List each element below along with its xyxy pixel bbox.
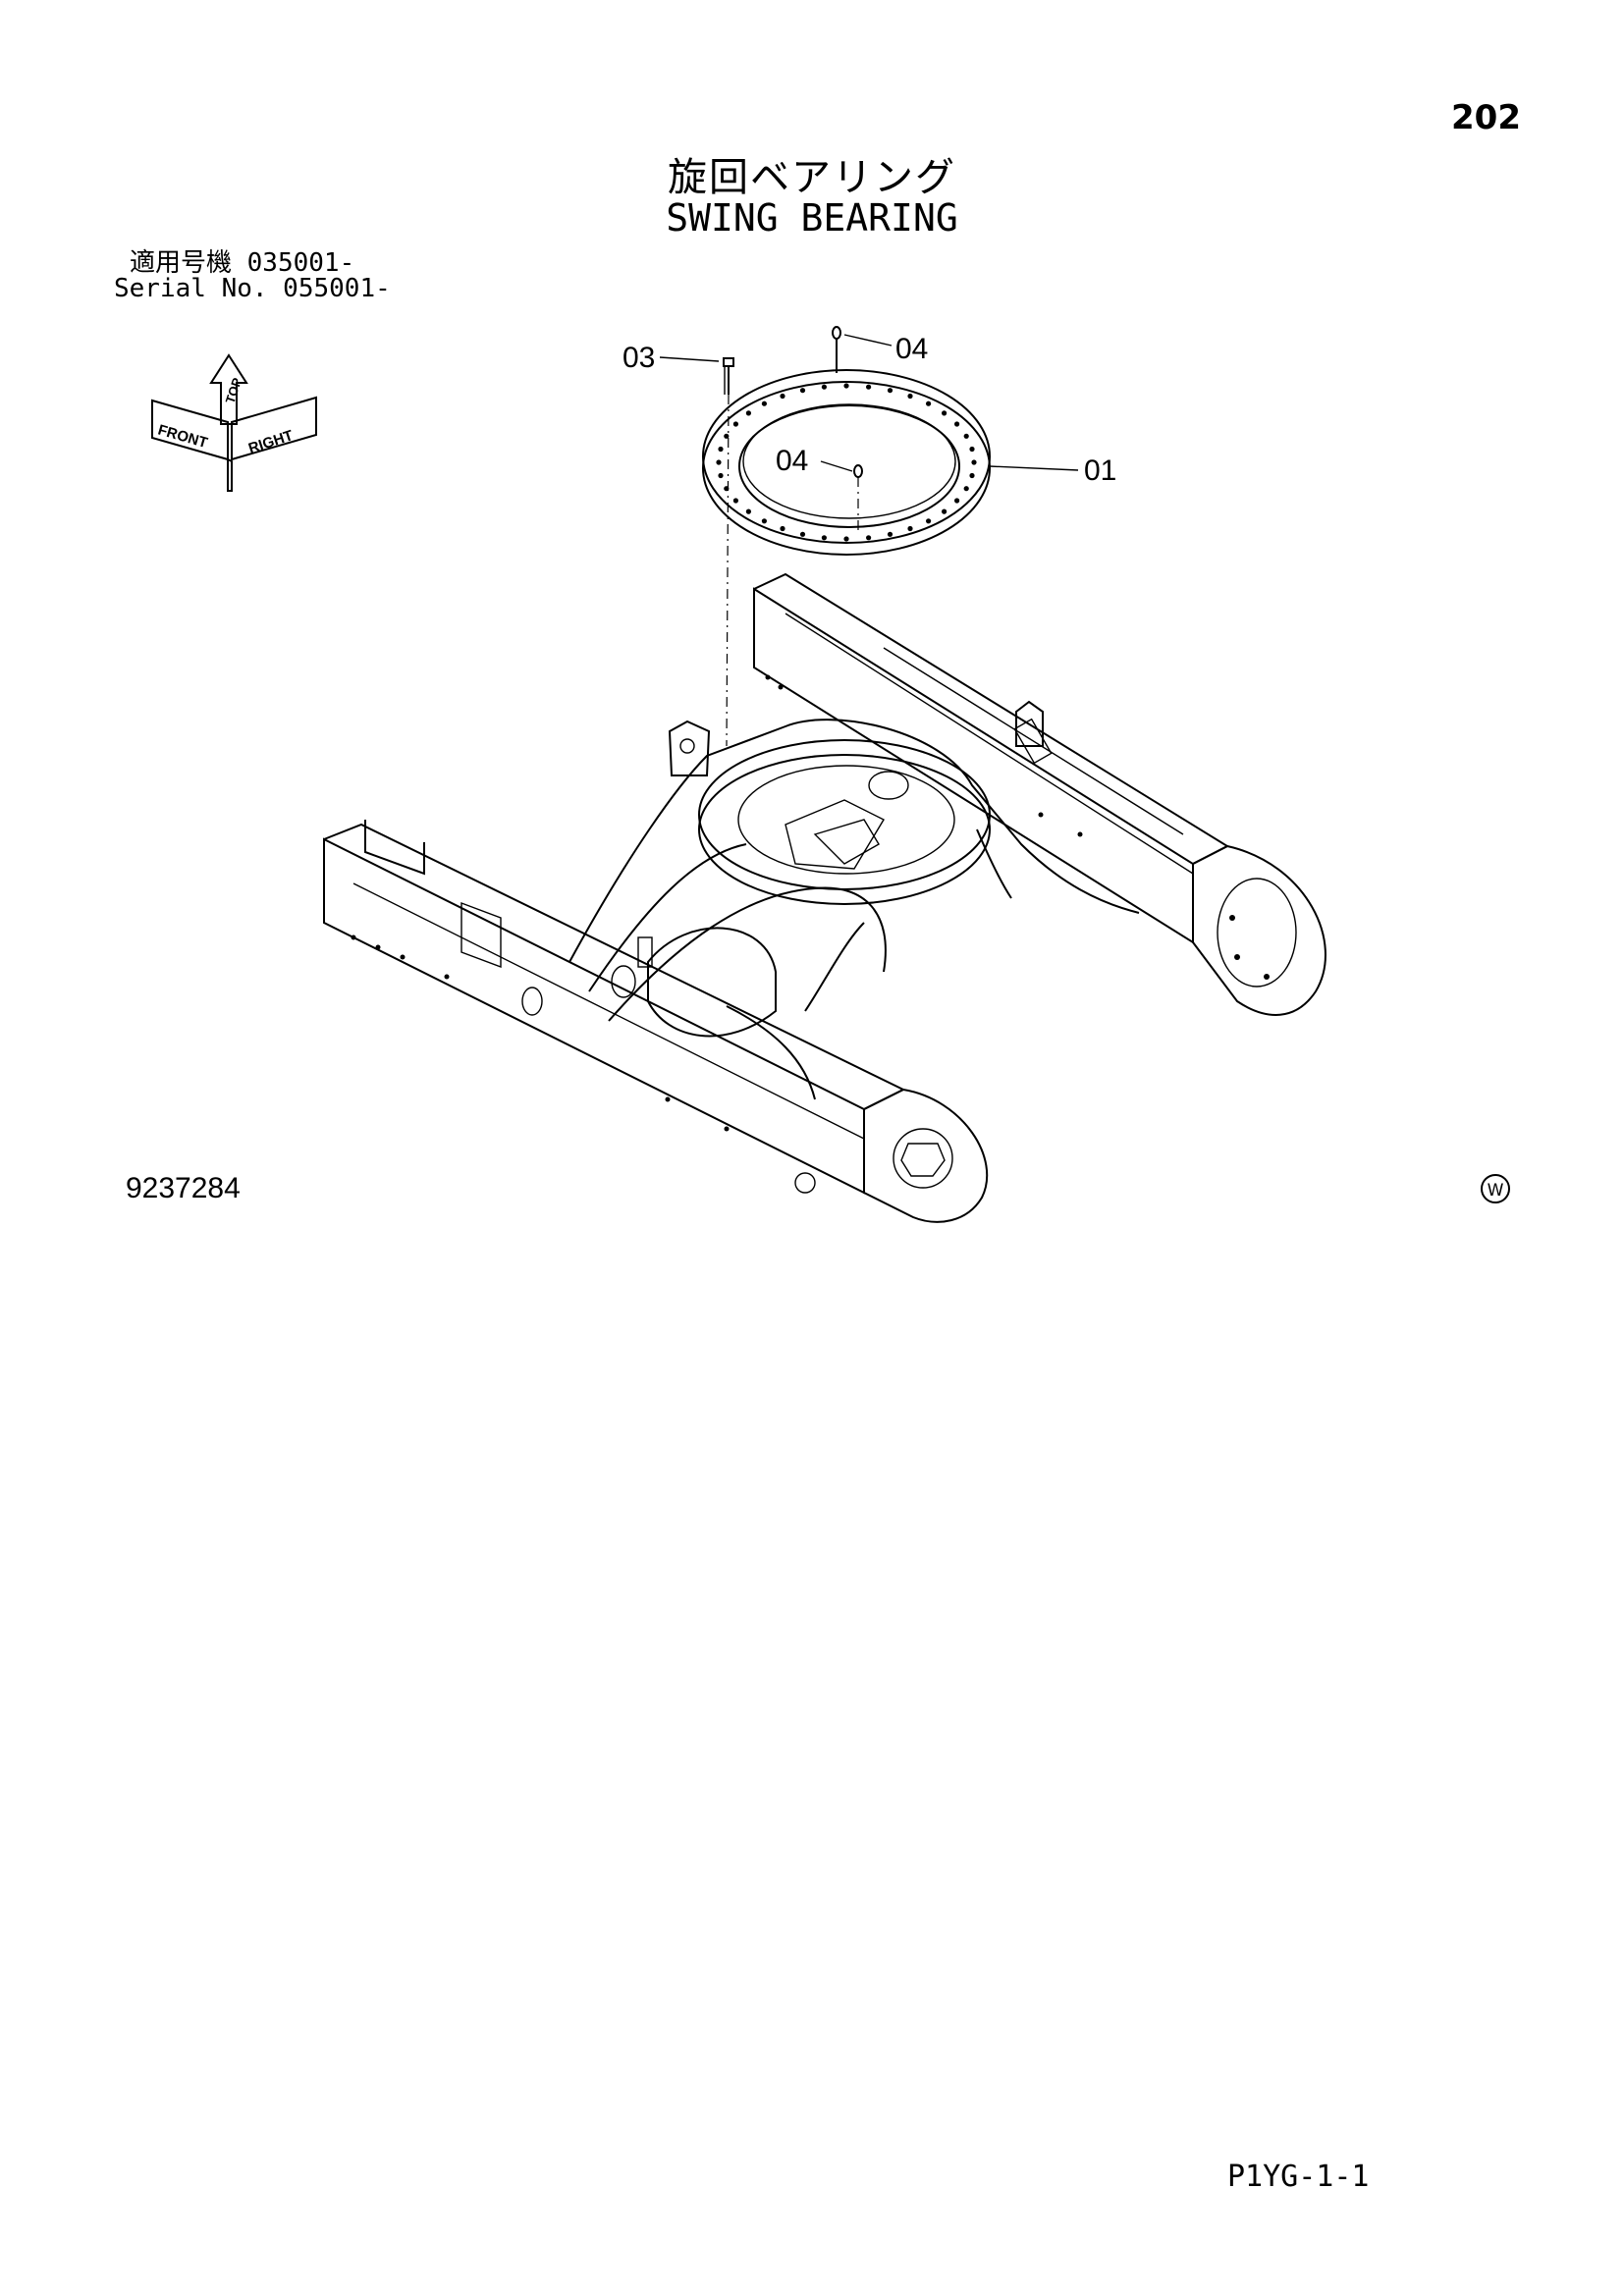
leader-line-01: [989, 465, 1079, 471]
grease-fitting-top-04: [832, 326, 841, 373]
applicable-serial-japanese: 適用号機 035001-: [130, 248, 355, 278]
grease-fitting-inner-04: [853, 464, 863, 530]
bearing-bolt-hole: [954, 421, 960, 427]
bearing-bolt-hole: [718, 446, 724, 453]
bearing-bolt-hole: [843, 536, 849, 542]
callout-03: 03: [623, 342, 655, 374]
bearing-bolt-hole: [942, 410, 947, 416]
page-number: 202: [1451, 98, 1521, 137]
frame-bolt-holes: [351, 674, 1083, 1132]
bearing-bolt-hole: [780, 525, 785, 532]
callout-01: 01: [1084, 454, 1116, 487]
callout-04-top: 04: [895, 333, 928, 365]
leader-line-03: [659, 356, 720, 362]
drawing-number: 9237284: [126, 1172, 241, 1204]
bearing-bolt-hole: [799, 531, 806, 537]
bearing-bolt-hole: [716, 459, 722, 465]
bearing-bolt-hole: [821, 535, 828, 541]
bearing-bolt-hole: [745, 410, 752, 416]
applicable-serial-english: Serial No. 055001-: [114, 274, 391, 303]
mounting-bolt-03: [723, 357, 734, 395]
bearing-bolt-hole: [926, 400, 932, 406]
bearing-bolt-hole: [745, 508, 752, 514]
orientation-right-label: RIGHT: [246, 427, 296, 457]
page-title-japanese: 旋回ベアリング: [668, 155, 956, 200]
bearing-bolt-hole: [718, 472, 724, 479]
leader-line-04-inner: [820, 460, 853, 472]
bearing-bolt-hole: [907, 525, 913, 532]
bearing-bolt-hole: [907, 393, 913, 400]
orientation-top-label: TOP: [223, 376, 245, 405]
watermark-w-icon: W: [1481, 1174, 1510, 1203]
page-title-english: SWING BEARING: [666, 196, 958, 240]
bearing-bolt-hole: [866, 535, 872, 541]
bearing-bolt-hole: [942, 508, 947, 514]
bearing-bolt-hole: [780, 393, 785, 400]
leader-line-04-top: [843, 334, 893, 347]
bearing-bolt-hole: [954, 498, 960, 504]
bearing-bolt-hole: [843, 383, 849, 389]
bearing-bolt-hole: [732, 498, 739, 504]
bearing-bolt-hole: [724, 433, 730, 439]
bearing-bolt-hole: [799, 388, 806, 394]
swing-bearing-ring: [702, 369, 991, 556]
bearing-bolt-hole: [761, 518, 768, 524]
bearing-bolt-hole: [821, 384, 828, 390]
bearing-bolt-hole: [866, 384, 872, 390]
undercarriage-track-frame: [323, 572, 1326, 1223]
bearing-bolt-hole: [887, 388, 893, 394]
bearing-bolt-hole: [887, 531, 893, 537]
assembly-centerline: [726, 394, 730, 747]
bearing-bolt-hole: [761, 400, 768, 406]
orientation-compass-icon: FRONT TOP RIGHT: [151, 353, 317, 492]
bearing-bolt-hole: [969, 446, 975, 453]
bearing-bolt-hole: [963, 486, 969, 492]
bearing-bolt-hole: [963, 433, 969, 439]
bearing-bolt-hole: [969, 472, 975, 479]
footer-page-code: P1YG-1-1: [1227, 2160, 1370, 2194]
bearing-bolt-hole: [971, 459, 977, 465]
bearing-bolt-hole: [926, 518, 932, 524]
callout-04-inner: 04: [776, 445, 808, 477]
bearing-bolt-hole: [732, 421, 739, 427]
